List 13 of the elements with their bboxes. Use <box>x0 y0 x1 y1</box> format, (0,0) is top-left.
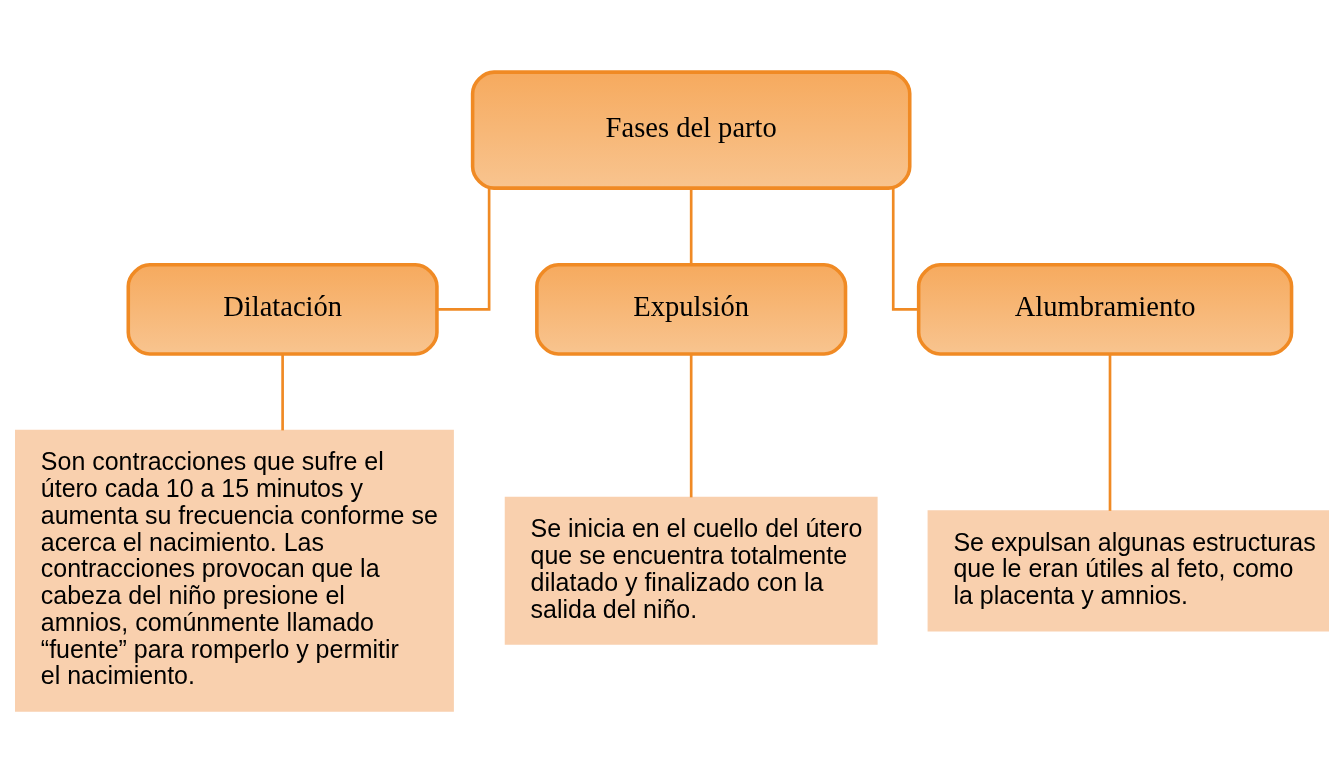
connector <box>689 353 693 497</box>
connector <box>891 187 919 311</box>
node-box: Se inicia en el cuello del útero que se encuentra totalmente dilatado y finalizado con la salida del niño. <box>504 496 878 645</box>
node-box: Alumbramiento <box>916 262 1294 356</box>
node-box: Fases del parto <box>470 69 912 190</box>
node-box: Expulsión <box>535 262 848 356</box>
node-box: Dilatación <box>126 262 439 356</box>
connector <box>437 187 491 311</box>
connector <box>689 187 693 265</box>
connector <box>1108 353 1112 511</box>
node-box: Son contracciones que sufre el útero cada 10 a 15 minutos y aumenta su frecuencia conforme se acerca el nacimiento. Las contracciones provocan que la cabeza del niño presione el amnios, comúnmente llamado “fuente” para romperlo y permitir el nacimiento. <box>15 429 454 712</box>
node-box: Se expulsan algunas estructuras que le eran útiles al feto, como la placenta y amnios. <box>927 509 1329 631</box>
connector <box>281 353 284 430</box>
